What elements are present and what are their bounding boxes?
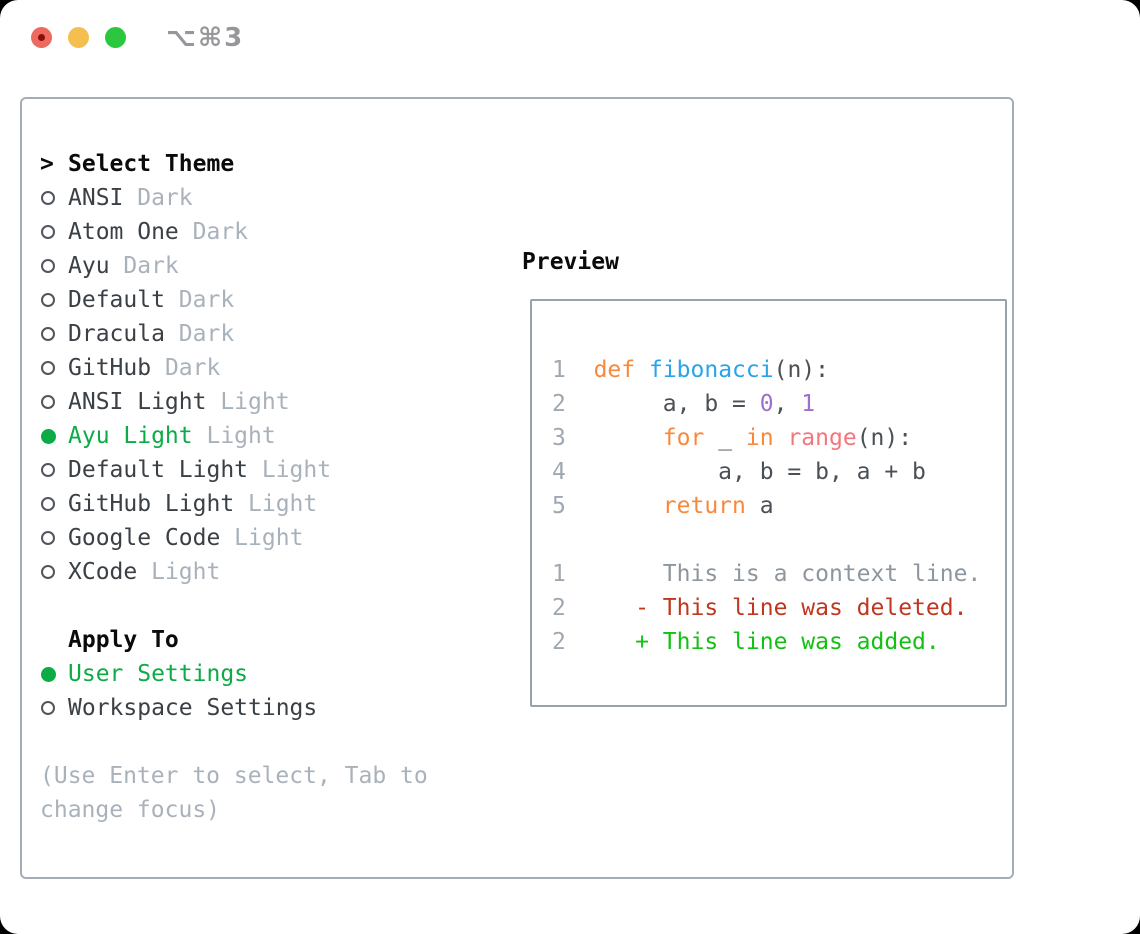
- theme-option-name: Ayu: [68, 253, 110, 279]
- theme-option-variant: Dark: [164, 321, 235, 347]
- theme-option[interactable]: XCode Light: [40, 555, 480, 589]
- theme-option-name: Default Light: [68, 457, 249, 483]
- theme-option-variant: Light: [137, 559, 221, 585]
- theme-option[interactable]: GitHub Light Light: [40, 487, 480, 521]
- radio-icon: [40, 293, 68, 307]
- radio-icon: [40, 701, 68, 715]
- theme-option[interactable]: Ayu Dark: [40, 249, 480, 283]
- radio-icon: [40, 225, 68, 239]
- select-theme-header: > Select Theme: [40, 147, 480, 181]
- code-line: [552, 523, 985, 557]
- theme-option[interactable]: Ayu Light Light: [40, 419, 480, 453]
- radio-selected-icon: [40, 428, 68, 444]
- close-button-icon[interactable]: [31, 27, 52, 48]
- select-theme-title: Select Theme: [68, 151, 235, 177]
- code-line: 5 return a: [552, 493, 774, 519]
- theme-option-variant: Light: [206, 389, 290, 415]
- theme-option-variant: Dark: [164, 287, 235, 313]
- theme-option-name: ANSI: [68, 185, 124, 211]
- preview-title: Preview: [522, 249, 619, 275]
- keyboard-hint: (Use Enter to select, Tab to change focu…: [40, 763, 428, 823]
- theme-option-name: Dracula: [68, 321, 165, 347]
- minimize-button-icon[interactable]: [68, 27, 89, 48]
- code-line: 1 This is a context line.: [552, 561, 982, 587]
- radio-icon: [40, 327, 68, 341]
- radio-icon: [40, 395, 68, 409]
- traffic-lights: [31, 27, 126, 48]
- theme-option-name: Atom One: [68, 219, 179, 245]
- apply-to-option-name: Workspace Settings: [68, 695, 318, 721]
- theme-option[interactable]: ANSI Light Light: [40, 385, 480, 419]
- zoom-button-icon[interactable]: [105, 27, 126, 48]
- code-line: 1 def fibonacci(n):: [552, 357, 829, 383]
- radio-icon: [40, 361, 68, 375]
- theme-option[interactable]: Default Dark: [40, 283, 480, 317]
- radio-icon: [40, 531, 68, 545]
- radio-icon: [40, 259, 68, 273]
- theme-option[interactable]: Google Code Light: [40, 521, 480, 555]
- radio-icon: [40, 497, 68, 511]
- theme-option-variant: Light: [220, 525, 304, 551]
- code-line: 2 - This line was deleted.: [552, 595, 968, 621]
- theme-option-variant: Light: [234, 491, 318, 517]
- theme-option-variant: Dark: [178, 219, 249, 245]
- code-line: 3 for _ in range(n):: [552, 425, 913, 451]
- apply-to-option-name: User Settings: [68, 661, 249, 687]
- theme-option-variant: Dark: [109, 253, 179, 279]
- theme-option-name: ANSI Light: [68, 389, 207, 415]
- apply-to-title: Apply To: [68, 627, 179, 653]
- theme-option-variant: Light: [192, 423, 276, 449]
- focus-prompt-icon: >: [40, 151, 54, 177]
- window-shortcut-label: ⌥⌘3: [166, 22, 245, 53]
- radio-icon: [40, 565, 68, 579]
- theme-option-name: Ayu Light: [68, 423, 193, 449]
- theme-option[interactable]: Dracula Dark: [40, 317, 480, 351]
- code-line: 4 a, b = b, a + b: [552, 459, 926, 485]
- theme-option[interactable]: GitHub Dark: [40, 351, 480, 385]
- code-line: 2 a, b = 0, 1: [552, 391, 816, 417]
- theme-option-variant: Dark: [151, 355, 221, 381]
- theme-option-name: GitHub Light: [68, 491, 235, 517]
- theme-option-name: Default: [68, 287, 165, 313]
- theme-option-variant: Light: [248, 457, 332, 483]
- radio-selected-icon: [40, 666, 68, 682]
- apply-to-option[interactable]: Workspace Settings: [40, 691, 480, 725]
- theme-option[interactable]: ANSI Dark: [40, 181, 480, 215]
- theme-option-variant: Dark: [123, 185, 193, 211]
- apply-to-header: Apply To: [40, 623, 480, 657]
- apply-to-option[interactable]: User Settings: [40, 657, 480, 691]
- theme-option[interactable]: Atom One Dark: [40, 215, 480, 249]
- title-bar: ⌥⌘3: [0, 0, 1140, 75]
- radio-icon: [40, 191, 68, 205]
- code-line: 2 + This line was added.: [552, 629, 940, 655]
- theme-option[interactable]: Default Light Light: [40, 453, 480, 487]
- preview-code-box: 1 def fibonacci(n): 2 a, b = 0, 1 3 for _ …: [530, 299, 1007, 707]
- radio-icon: [40, 463, 68, 477]
- theme-option-name: GitHub: [68, 355, 152, 381]
- theme-option-name: XCode: [68, 559, 138, 585]
- theme-option-name: Google Code: [68, 525, 221, 551]
